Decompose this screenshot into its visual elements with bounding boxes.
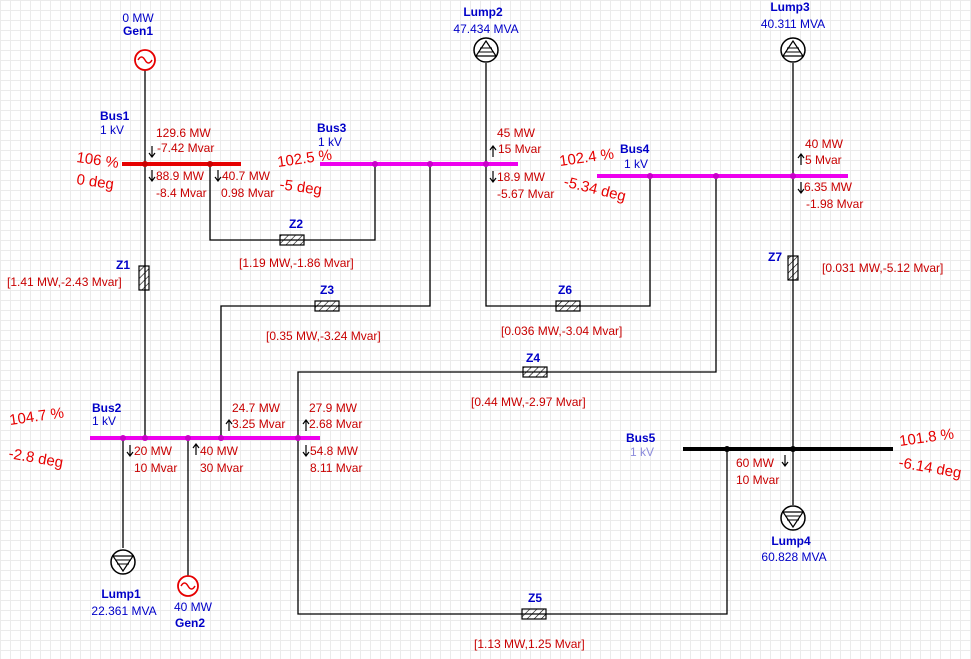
z1-impedance[interactable] <box>138 265 150 291</box>
z6-name: Z6 <box>558 283 572 297</box>
bus2-flow4-mw: 27.9 MW <box>309 401 358 415</box>
bus2-flow3-mvar: 3.25 Mvar <box>232 417 285 431</box>
bus3-flow1-mvar: 15 Mvar <box>498 142 541 156</box>
bus2-voltage: 104.7 % <box>8 404 65 428</box>
bus3-flow2-mvar: -5.67 Mvar <box>497 187 554 201</box>
z6-loss: [0.036 MW,-3.04 Mvar] <box>501 324 622 338</box>
lump2-mva: 47.434 MVA <box>453 22 518 36</box>
bus5-angle: -6.14 deg <box>897 454 962 482</box>
bus4-flow2-mw: 6.35 MW <box>804 180 853 194</box>
bus2-kv: 1 kV <box>92 414 116 428</box>
bus3-kv: 1 kV <box>318 135 342 149</box>
connection-dots <box>120 161 796 452</box>
lump1-load-icon[interactable] <box>110 549 136 575</box>
bus1-flow2-mvar: -8.4 Mvar <box>156 186 207 200</box>
bus4-flow1-mvar: 5 Mvar <box>805 153 842 167</box>
bus2-flow1-mw: 20 MW <box>134 444 173 458</box>
bus1-kv: 1 kV <box>100 123 124 137</box>
bus2-flow4-mvar: 2.68 Mvar <box>309 417 362 431</box>
lump1-name: Lump1 <box>101 587 141 601</box>
lump2-name: Lump2 <box>463 5 503 19</box>
bus2-flow2-mw: 40 MW <box>200 444 239 458</box>
bus4-voltage: 102.4 % <box>558 145 615 169</box>
bus5-flow1-mw: 60 MW <box>736 456 775 470</box>
gen2-power: 40 MW <box>174 600 213 614</box>
bus1-flow3-mw: 40.7 MW <box>222 169 271 183</box>
bus3-name: Bus3 <box>317 121 347 135</box>
gen1-power: 0 MW <box>122 11 154 25</box>
z5-impedance[interactable] <box>521 608 547 620</box>
bus5-flow1-mvar: 10 Mvar <box>736 473 779 487</box>
bus4-flow1-mw: 40 MW <box>805 137 844 151</box>
bus2-flow5-mw: 54.8 MW <box>310 444 359 458</box>
z3-impedance[interactable] <box>314 300 340 312</box>
bus4-flow2-mvar: -1.98 Mvar <box>806 197 863 211</box>
z7-loss: [0.031 MW,-5.12 Mvar] <box>822 261 943 275</box>
bus1-flow2-mw: 88.9 MW <box>156 169 205 183</box>
bus2-flow2-mvar: 30 Mvar <box>200 461 243 475</box>
bus3-voltage: 102.5 % <box>276 146 333 170</box>
gen2-name: Gen2 <box>175 616 205 630</box>
lump3-load-icon[interactable] <box>780 37 806 63</box>
bus4-kv: 1 kV <box>624 157 648 171</box>
bus1-angle: 0 deg <box>75 171 115 193</box>
bus3-flow2-mw: 18.9 MW <box>497 170 546 184</box>
bus1-name: Bus1 <box>100 109 130 123</box>
bus1-flow1-mw: 129.6 MW <box>156 126 211 140</box>
bus2-flow5-mvar: 8.11 Mvar <box>310 461 362 475</box>
gen2-generator-icon[interactable] <box>177 575 199 597</box>
lump4-load-icon[interactable] <box>780 505 806 531</box>
bus2-flow3-mw: 24.7 MW <box>232 401 281 415</box>
bus5-name: Bus5 <box>626 431 656 445</box>
z2-impedance[interactable] <box>279 234 305 246</box>
z5-loss: [1.13 MW,1.25 Mvar] <box>474 637 585 651</box>
gen1-name: Gen1 <box>123 24 153 38</box>
z4-name: Z4 <box>526 351 540 365</box>
z5-name: Z5 <box>528 591 542 605</box>
z1-loss: [1.41 MW,-2.43 Mvar] <box>7 275 122 289</box>
wires <box>122 63 794 615</box>
bus4-angle: -5.34 deg <box>562 173 628 205</box>
lump1-mva: 22.361 MVA <box>91 604 156 618</box>
z4-loss: [0.44 MW,-2.97 Mvar] <box>471 395 586 409</box>
z6-impedance[interactable] <box>555 300 581 312</box>
bus4-name: Bus4 <box>620 142 650 156</box>
lump4-name: Lump4 <box>771 534 811 548</box>
bus2-angle: -2.8 deg <box>7 445 64 471</box>
lump2-load-icon[interactable] <box>473 37 499 63</box>
bus2-name: Bus2 <box>92 401 122 415</box>
z7-impedance[interactable] <box>787 255 799 281</box>
bus3-angle: -5 deg <box>278 176 322 199</box>
z1-name: Z1 <box>116 258 130 272</box>
gen1-generator-icon[interactable] <box>134 49 156 71</box>
bus2-flow1-mvar: 10 Mvar <box>134 461 177 475</box>
bus1-flow3-mvar: 0.98 Mvar <box>221 186 274 200</box>
z7-name: Z7 <box>768 250 782 264</box>
z3-name: Z3 <box>320 283 334 297</box>
lump4-mva: 60.828 MVA <box>761 550 826 564</box>
z2-name: Z2 <box>289 217 303 231</box>
lump3-mva: 40.311 MVA <box>761 17 825 31</box>
z4-impedance[interactable] <box>522 366 548 378</box>
z3-loss: [0.35 MW,-3.24 Mvar] <box>266 329 381 343</box>
z2-loss: [1.19 MW,-1.86 Mvar] <box>239 256 354 270</box>
bus5-voltage: 101.8 % <box>898 425 955 449</box>
bus5-kv: 1 kV <box>630 445 654 459</box>
bus3-flow1-mw: 45 MW <box>497 126 536 140</box>
bus1-voltage: 106 % <box>75 149 119 172</box>
lump3-name: Lump3 <box>770 0 810 14</box>
bus1-flow1-mvar: -7.42 Mvar <box>157 141 214 155</box>
flow-arrows <box>126 145 805 467</box>
